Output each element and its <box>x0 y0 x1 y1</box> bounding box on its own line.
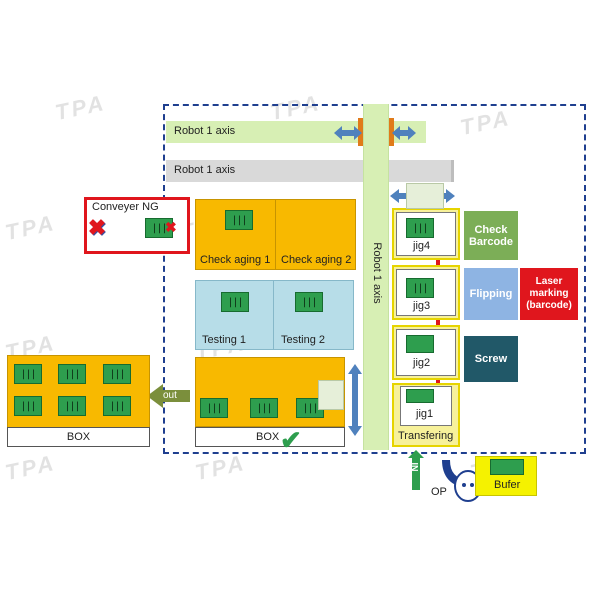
chip-bars: ||| <box>412 282 428 294</box>
chip-bars: ||| <box>64 400 80 412</box>
out-arrow-icon <box>147 384 190 408</box>
jig2-label: jig2 <box>413 357 431 369</box>
screw-station: Screw <box>464 336 518 382</box>
box-chip: ||| <box>58 396 86 416</box>
jig-chip <box>406 335 434 353</box>
chip-bars: ||| <box>20 368 36 380</box>
check-icon: ✔ <box>280 425 302 455</box>
transfering-label: Transfering <box>398 430 454 442</box>
robot-axis-mid-label: Robot 1 axis <box>174 164 236 176</box>
laser-marking-station: Laser marking (barcode) <box>520 268 578 320</box>
box-right-bar <box>195 427 345 447</box>
box-chip: ||| <box>200 398 228 418</box>
check-aging-1-label: Check aging 1 <box>200 254 271 266</box>
robot-axis-vertical <box>363 104 389 450</box>
testing-1-label: Testing 1 <box>202 334 247 346</box>
bufer-label: Bufer <box>494 479 521 491</box>
box-chip: ||| <box>58 364 86 384</box>
jig-chip: ||| <box>406 218 434 238</box>
box-left-bar <box>7 427 150 447</box>
flipping-label: Flipping <box>469 288 513 300</box>
jig3-label: jig3 <box>413 300 431 312</box>
close-icon: ✖ <box>165 219 177 235</box>
chip-bars: ||| <box>227 296 243 308</box>
box-chip: ||| <box>14 364 42 384</box>
bufer-chip <box>490 459 524 475</box>
chip-bars: ||| <box>256 402 272 414</box>
ng-chip: ||| <box>145 218 173 238</box>
check-barcode-label: Check Barcode <box>468 223 514 248</box>
aging-chip: ||| <box>225 210 253 230</box>
jig-chip: ||| <box>406 278 434 298</box>
left-right-arrow-icon <box>334 126 362 140</box>
testing-chip: ||| <box>295 292 323 312</box>
axis-carriage <box>389 118 394 146</box>
jig4-label: jig4 <box>413 240 431 252</box>
divider <box>273 280 274 350</box>
check-barcode-station: Check Barcode <box>464 211 518 260</box>
robot-axis-top-label: Robot 1 axis <box>174 125 236 137</box>
box-right-label: BOX <box>256 431 280 443</box>
chip-bars: ||| <box>109 400 125 412</box>
jig-chip <box>406 389 434 403</box>
divider <box>275 199 276 270</box>
box-left-label: BOX <box>66 431 91 443</box>
chip-bars: ||| <box>412 222 428 234</box>
chip-bars: ||| <box>20 400 36 412</box>
out-label: out <box>163 390 177 401</box>
gripper <box>318 380 344 410</box>
chip-bars: ||| <box>231 214 247 226</box>
check-aging-2-label: Check aging 2 <box>281 254 352 266</box>
op-label: OP <box>431 486 447 498</box>
chip-bars: ||| <box>151 222 167 234</box>
laser-marking-label: Laser marking (barcode) <box>526 276 572 311</box>
conveyer-ng-label: Conveyer NG <box>92 201 159 213</box>
in-arrow-icon <box>408 450 424 490</box>
testing-2-label: Testing 2 <box>281 334 326 346</box>
in-label: IN <box>409 462 420 472</box>
box-chip: ||| <box>103 364 131 384</box>
flipping-station: Flipping <box>464 268 518 320</box>
close-icon: ✖ <box>87 215 107 240</box>
chip-bars: ||| <box>109 368 125 380</box>
chip-bars: ||| <box>206 402 222 414</box>
chip-bars: ||| <box>301 296 317 308</box>
box-chip: ||| <box>14 396 42 416</box>
gripper-head <box>406 183 444 209</box>
box-chip: ||| <box>250 398 278 418</box>
box-chip: ||| <box>103 396 131 416</box>
testing-chip: ||| <box>221 292 249 312</box>
up-down-arrow-icon <box>348 364 362 436</box>
chip-bars: ||| <box>64 368 80 380</box>
screw-label: Screw <box>474 353 508 365</box>
testing-area <box>195 280 354 350</box>
left-right-arrow-icon <box>392 126 416 140</box>
chip-bars: ||| <box>302 402 318 414</box>
jig1-label: jig1 <box>416 408 434 420</box>
